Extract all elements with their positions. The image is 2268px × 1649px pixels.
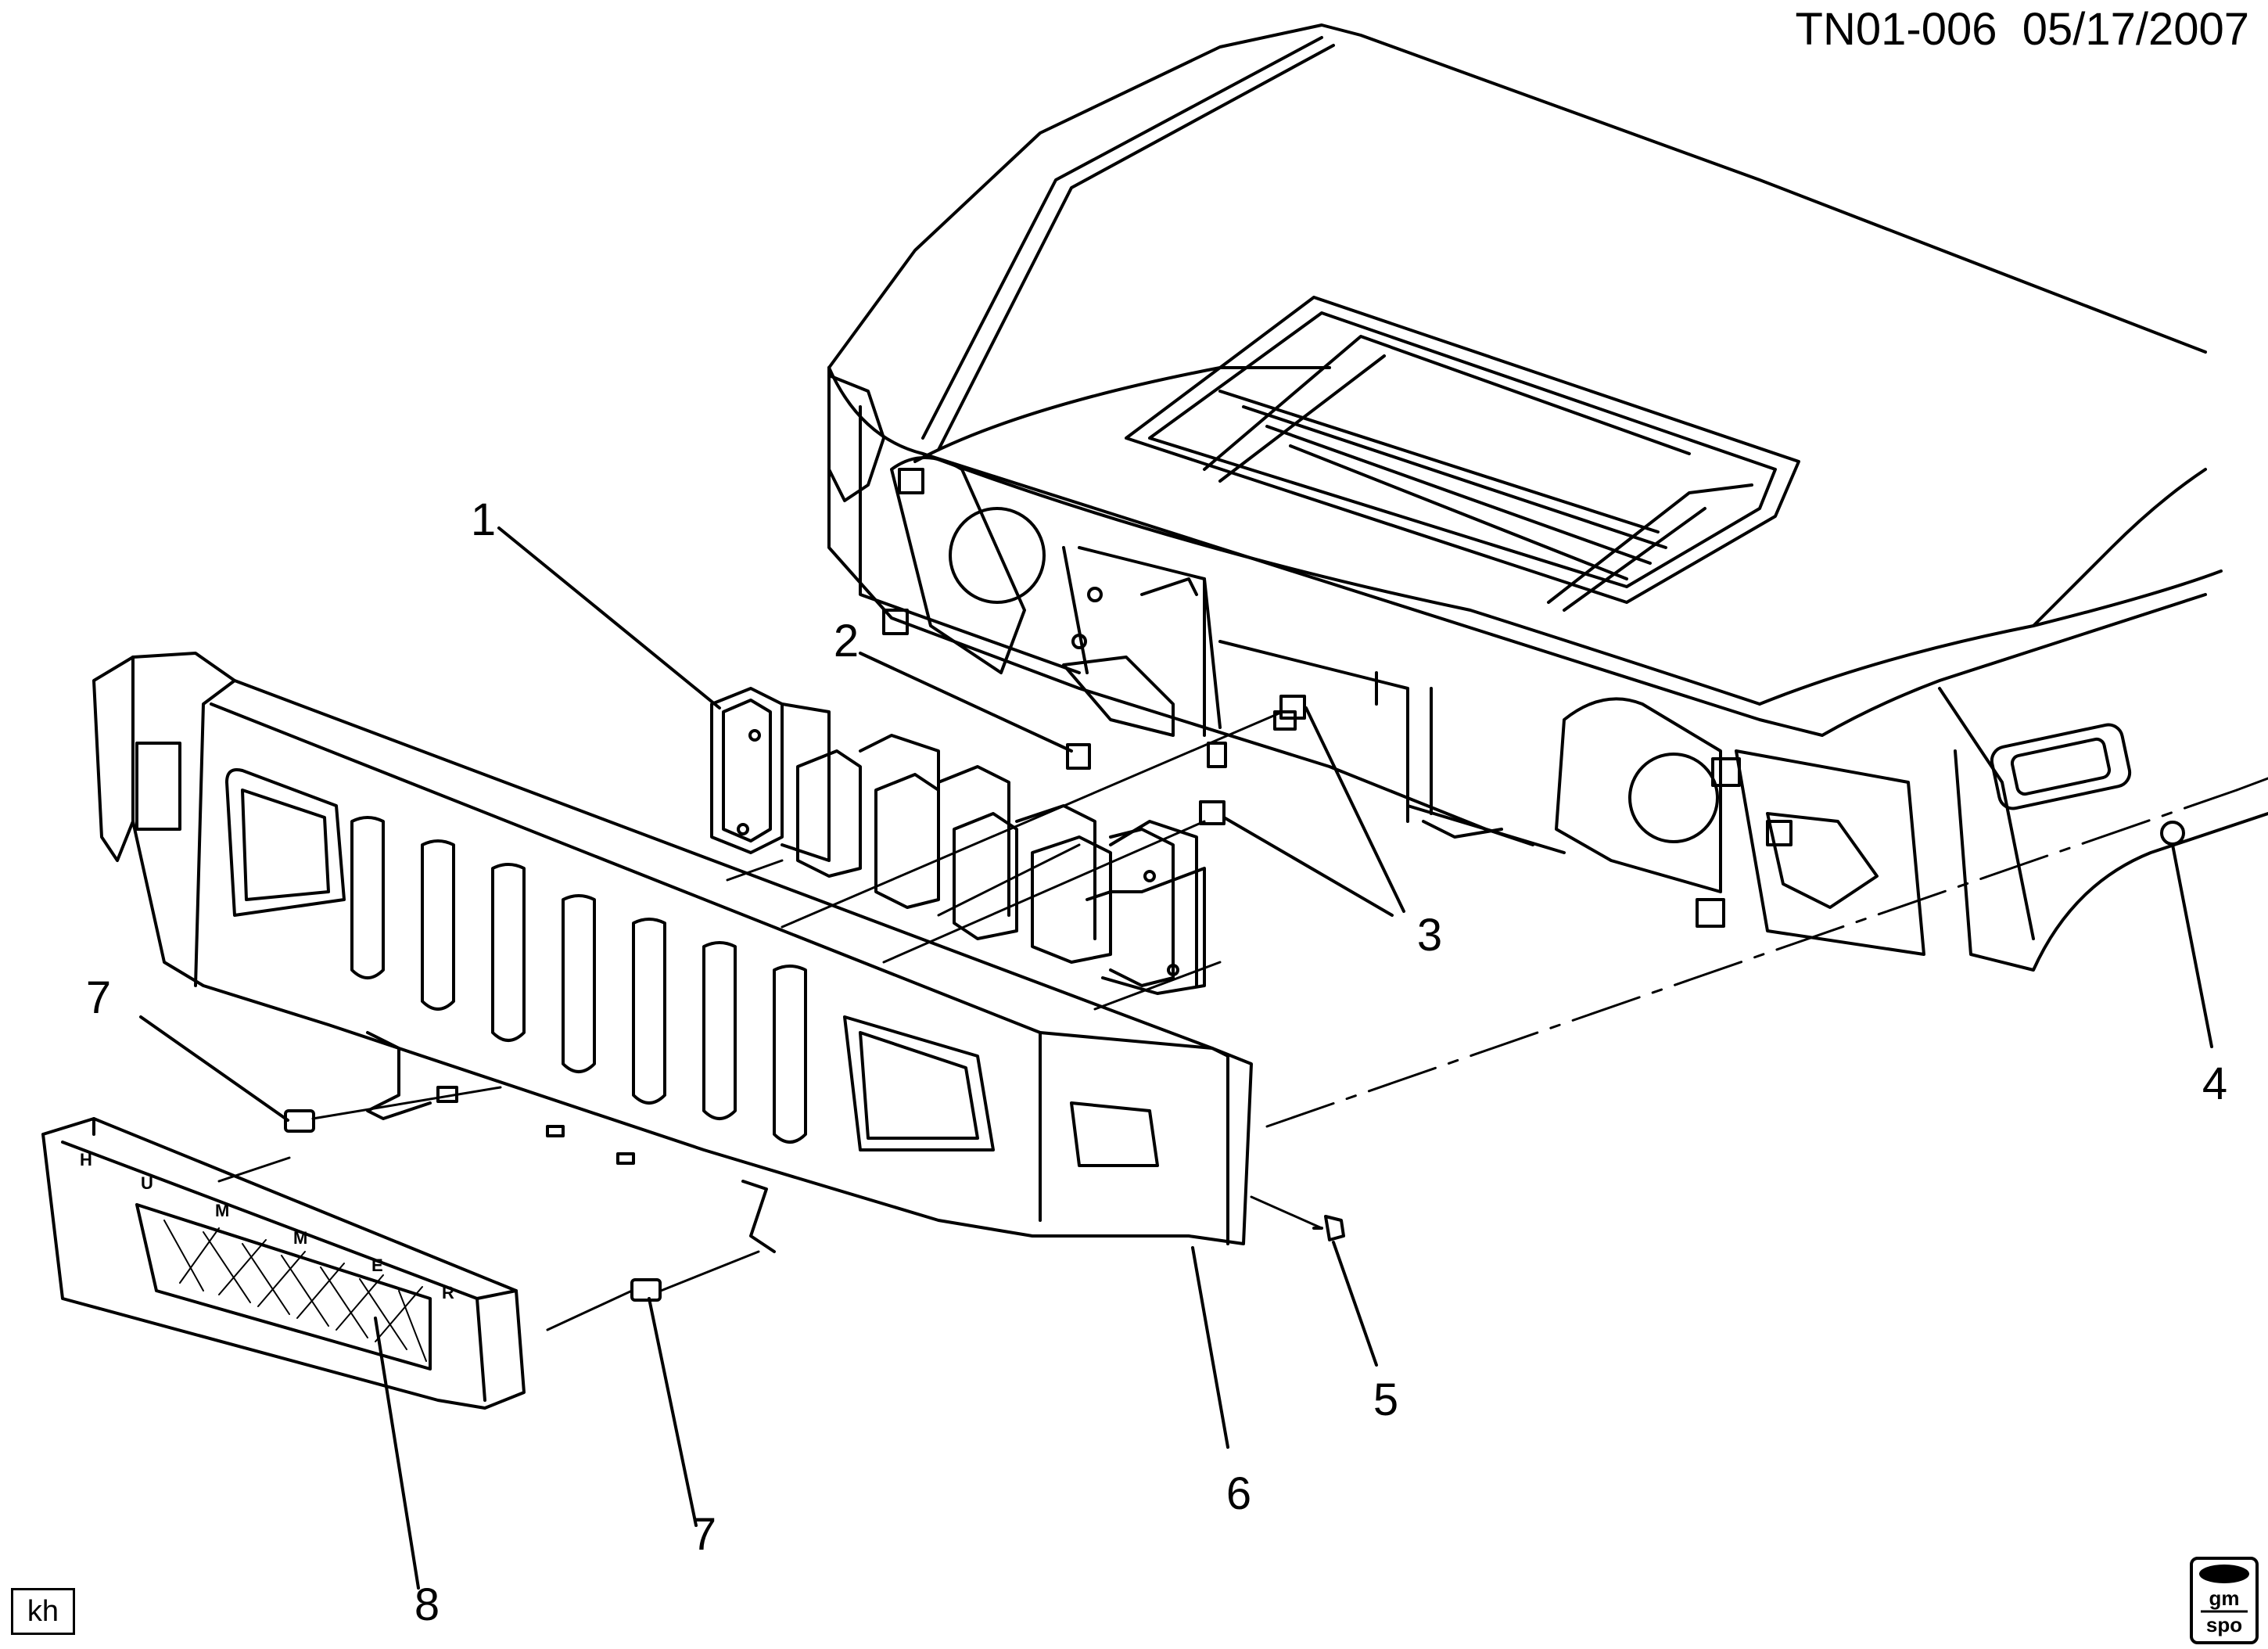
- lower-clips: [284, 821, 2185, 1302]
- gmspo-logo: gm spo: [2190, 1557, 2259, 1644]
- lower-grille-mesh: [163, 1220, 427, 1362]
- main-grille: [92, 652, 1253, 1253]
- callout-6: 6: [1226, 1468, 1252, 1519]
- grille-letter: M: [293, 1228, 307, 1248]
- grille-insert-set: [710, 687, 1206, 995]
- callout-2: 2: [833, 616, 859, 666]
- logo-line-1: gm: [2209, 1586, 2240, 1610]
- drafter-initials: kh: [27, 1594, 59, 1628]
- grille-letter: H: [80, 1150, 92, 1169]
- leader-lines: [139, 526, 2213, 1590]
- retainer-clips: [1066, 695, 1306, 825]
- revision-date: 05/17/2007: [2022, 4, 2249, 55]
- alignment-lines: [217, 710, 2268, 1331]
- hood-assembly: [827, 23, 2268, 972]
- callout-3: 3: [1416, 910, 1443, 961]
- grille-slots: [350, 816, 807, 1144]
- lower-grille: [41, 1117, 526, 1410]
- callout-8: 8: [414, 1579, 440, 1630]
- drafter-initials-box: kh: [11, 1588, 75, 1635]
- callout-4: 4: [2202, 1058, 2228, 1109]
- callout-7-upper: 7: [85, 972, 112, 1023]
- callout-5: 5: [1373, 1374, 1399, 1425]
- logo-line-2: spo: [2206, 1613, 2242, 1636]
- grille-letter: U: [141, 1173, 153, 1193]
- reference-code: TN01-006: [1795, 4, 1997, 55]
- callout-7-lower: 7: [691, 1509, 717, 1560]
- grille-letter: R: [442, 1283, 454, 1302]
- callout-1: 1: [470, 494, 497, 545]
- grille-lettering: H U M M E R: [80, 1150, 454, 1302]
- grille-letter: E: [371, 1256, 383, 1275]
- diagram-reference: TN01-006 05/17/2007: [1796, 3, 2249, 56]
- grille-letter: M: [215, 1201, 229, 1220]
